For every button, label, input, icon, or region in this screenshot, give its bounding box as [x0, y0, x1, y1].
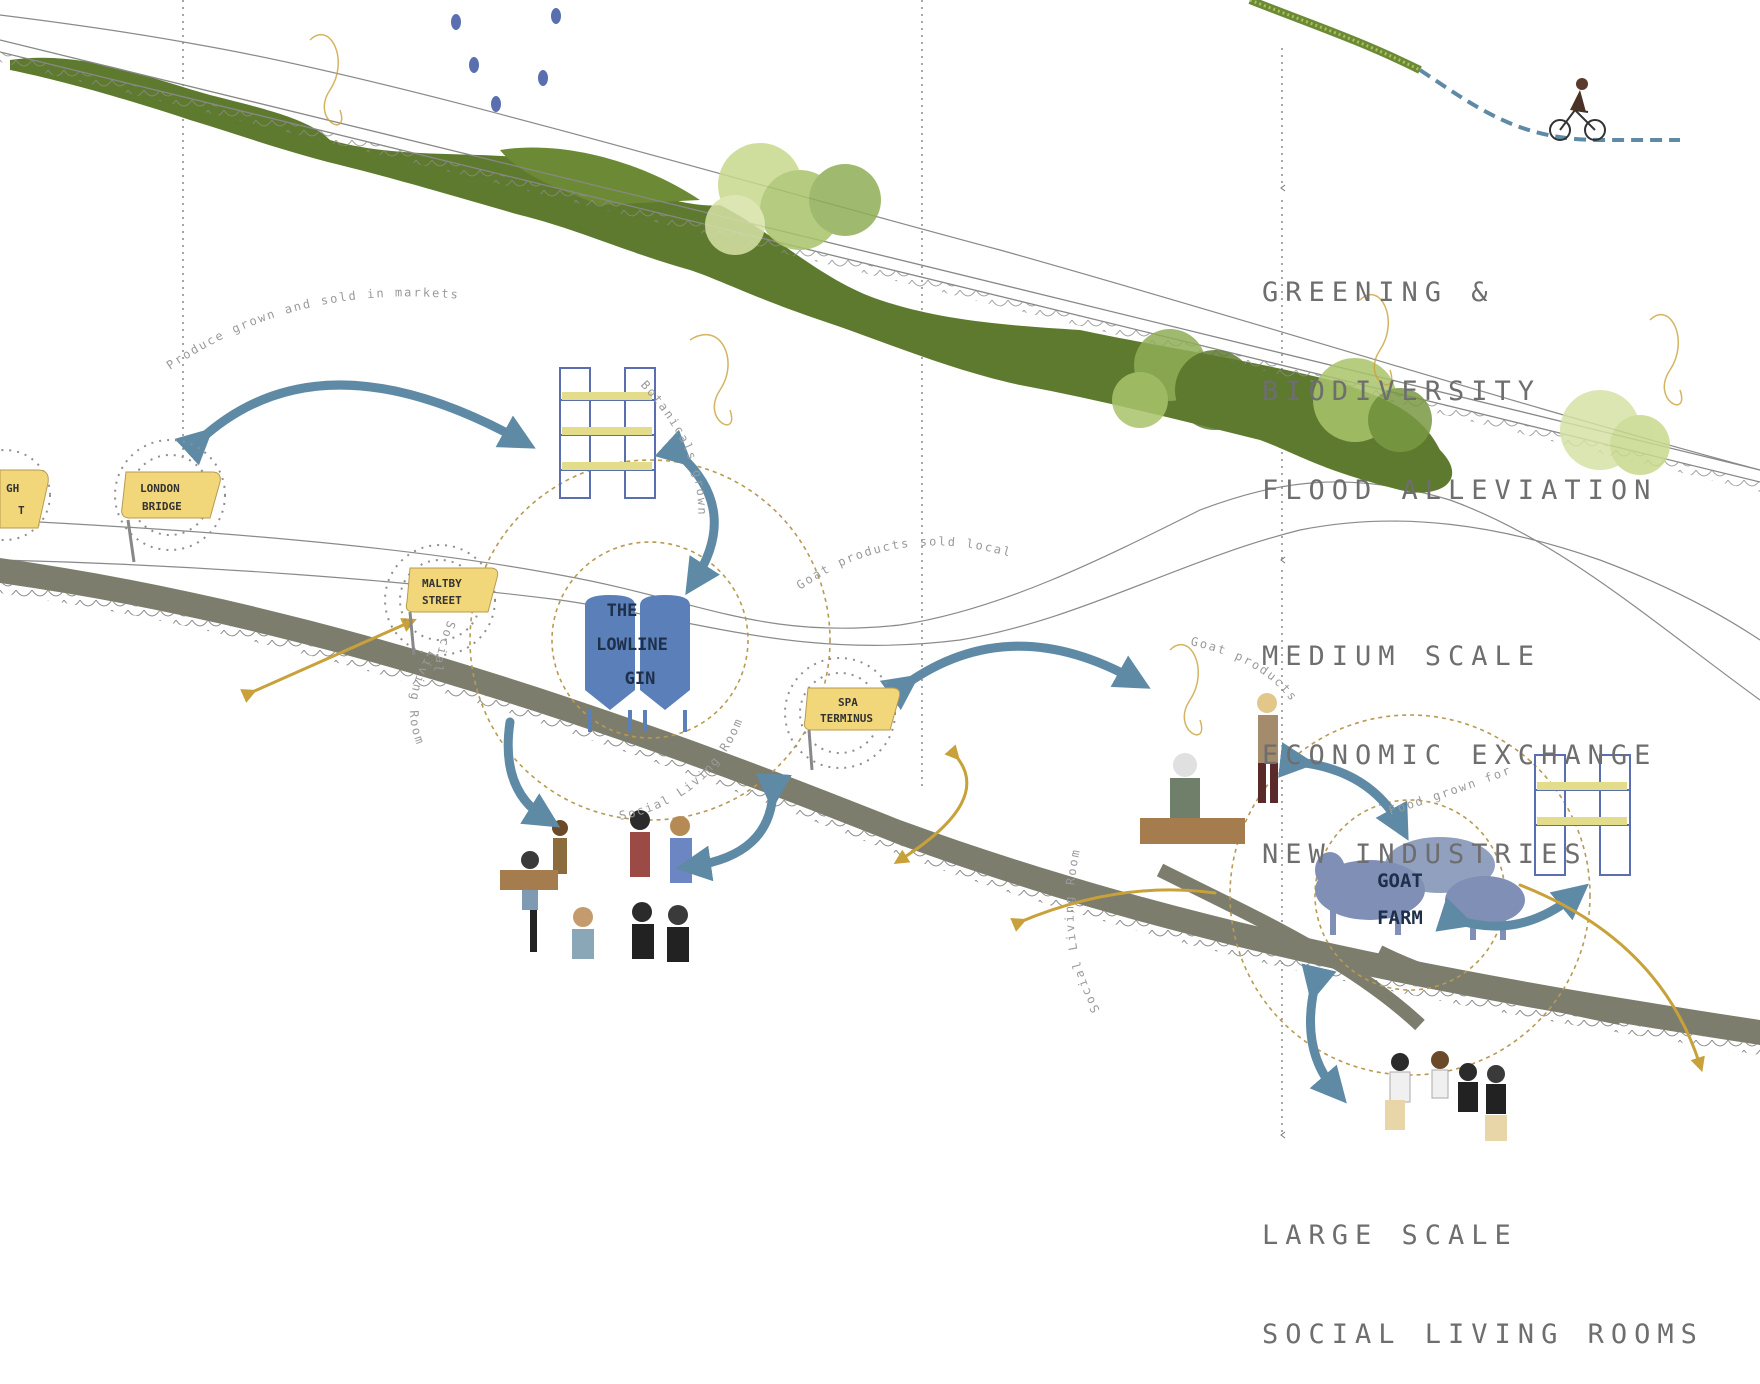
botanical-flourishes [309, 33, 1683, 736]
heading-social-line1: LARGE SCALE [1262, 1220, 1518, 1251]
hub-label-gin: THE LOWLINE GIN [596, 601, 668, 689]
flow-label-botanicals: Botanicals grown [638, 378, 709, 517]
farmers-icon [1140, 693, 1278, 844]
heading-social-line2: SOCIAL LIVING ROOMS [1262, 1319, 1704, 1350]
maltby-street-label-line1: MALTBY [422, 577, 462, 590]
people-group-left [500, 810, 692, 962]
london-bridge-label-line2: BRIDGE [142, 500, 182, 513]
london-bridge-label-line1: LONDON [140, 482, 180, 495]
green-embankment [10, 57, 1453, 493]
maltby-street-label-line2: STREET [422, 594, 462, 607]
station-flag-left-partial: GH T [0, 469, 49, 529]
flow-label-goat-products-local: Goat products sold local [794, 534, 1014, 592]
goat-label-line1: GOAT [1377, 870, 1423, 892]
gin-label-line2: LOWLINE [596, 635, 668, 655]
heading-social: LARGE SCALE SOCIAL LIVING ROOMS [1262, 1153, 1704, 1384]
gin-tanks-icon [585, 595, 690, 732]
heading-economic: MEDIUM SCALE ECONOMIC EXCHANGE NEW INDUS… [1262, 574, 1657, 904]
heading-economic-line3: NEW INDUSTRIES [1262, 839, 1588, 870]
heading-greening: GREENING & BIODIVERSITY FLOOD ALLEVIATIO… [1262, 210, 1657, 540]
spa-terminus-label-line2: TERMINUS [820, 712, 873, 725]
people-group-right [1385, 1051, 1507, 1141]
spa-terminus-label-line1: SPA [838, 696, 858, 709]
top-greenway [1248, 0, 1680, 142]
station-flag-spa-terminus: SPA TERMINUS [803, 687, 901, 771]
flow-label-produce: Produce grown and sold in markets [164, 285, 461, 372]
gin-label-line1: THE [607, 601, 638, 621]
station-label-line2: T [18, 504, 25, 517]
station-flag-london-bridge: LONDON BRIDGE [121, 471, 221, 563]
cyclist-icon [1549, 78, 1606, 141]
flow-label-social-right: Social Living Room [1062, 847, 1102, 1016]
hub-label-goat: GOAT FARM [1377, 870, 1423, 929]
lowline-diagram: GH T LONDON BRIDGE MALTBY STREET SPA TER… [0, 0, 1760, 1141]
station-flag-maltby-street: MALTBY STREET [405, 567, 499, 656]
bee-icons [451, 8, 561, 112]
tree-cluster-upper [705, 143, 1670, 475]
heading-greening-line1: GREENING & [1262, 277, 1495, 308]
heading-greening-line3: FLOOD ALLEVIATION [1262, 475, 1658, 506]
goat-label-line2: FARM [1377, 907, 1423, 929]
heading-economic-line1: MEDIUM SCALE [1262, 641, 1542, 672]
heading-greening-line2: BIODIVERSITY [1262, 376, 1542, 407]
exchange-arrows-gold [240, 618, 1705, 1073]
heading-economic-line2: ECONOMIC EXCHANGE [1262, 740, 1658, 771]
gin-label-line3: GIN [625, 669, 656, 689]
station-label-line1: GH [6, 482, 19, 495]
vertical-farm-plants [562, 392, 1627, 825]
lower-viaduct [0, 558, 1760, 1055]
